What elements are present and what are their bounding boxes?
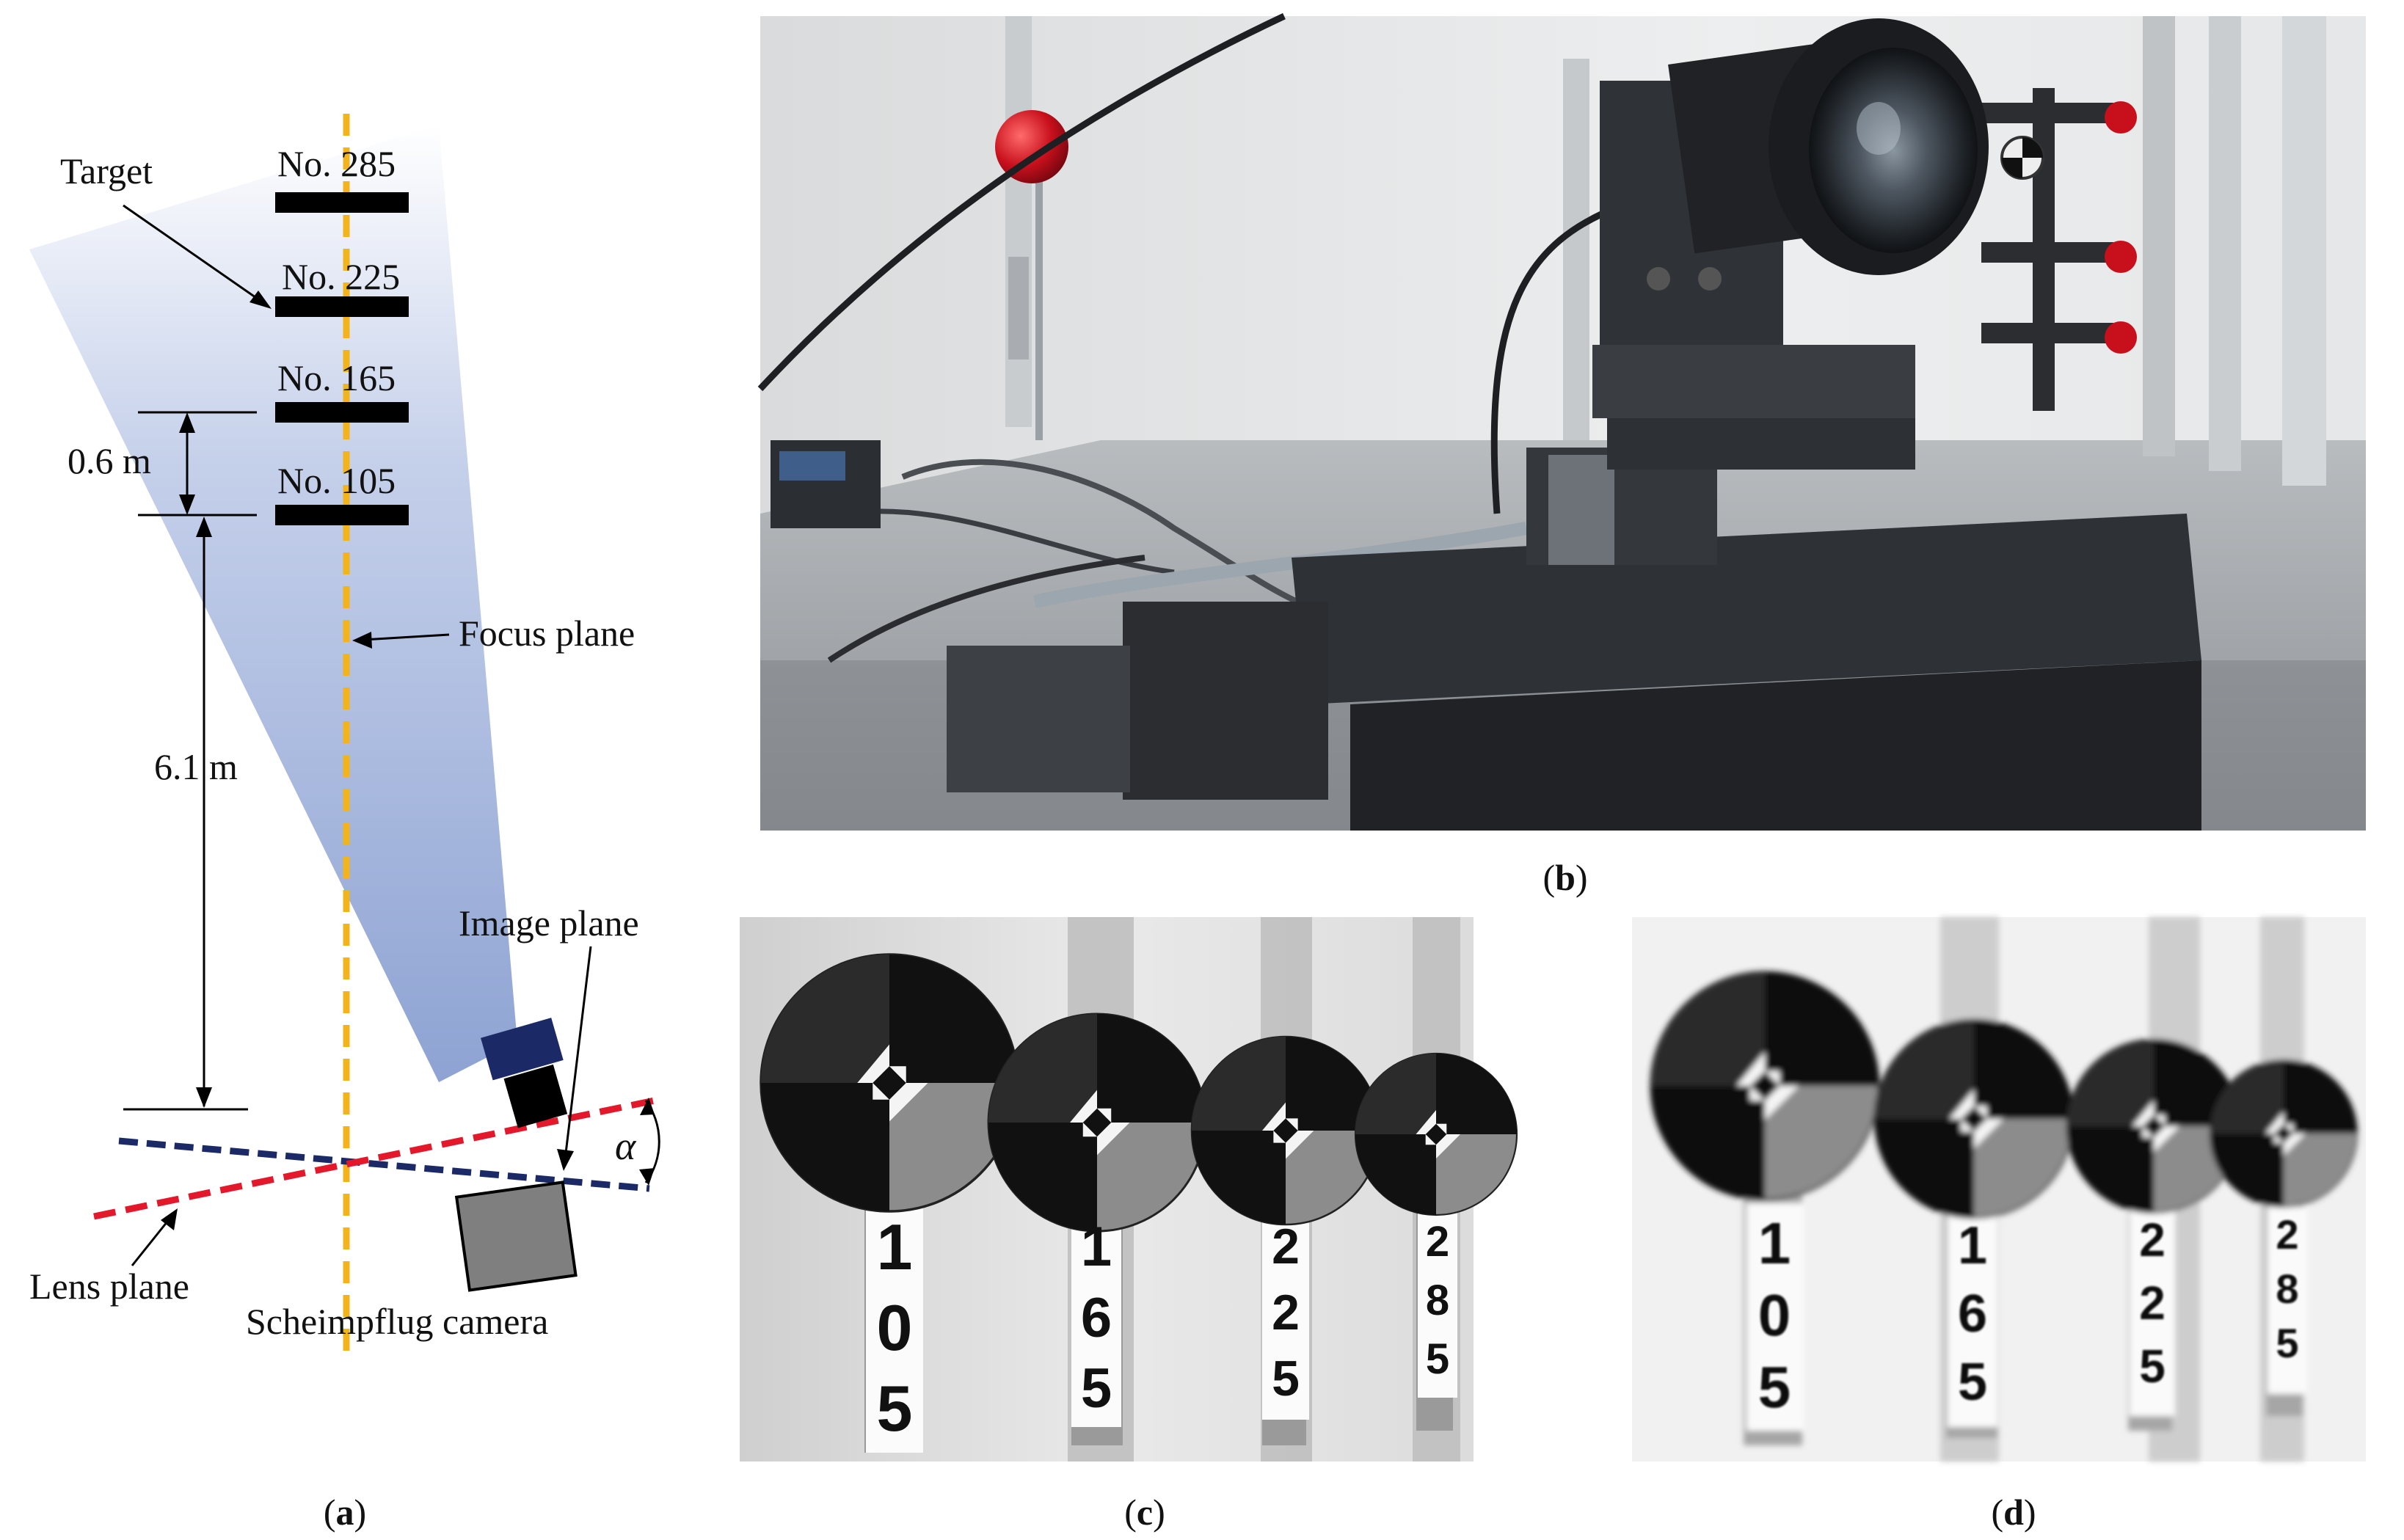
d-digit-165-1: 1 (1958, 1216, 1987, 1275)
d-digit-165-2: 6 (1958, 1285, 1987, 1343)
lens-plane-label: Lens plane (29, 1266, 189, 1307)
spacing-dimension (138, 411, 257, 517)
camera-label: Scheimpflug camera (246, 1301, 548, 1342)
c-digit-285-1: 2 (1426, 1218, 1449, 1266)
c-digit-105-3: 5 (877, 1372, 913, 1445)
panel-a-diagram: No. 285 No. 225 No. 165 No. 105 Target 0… (29, 114, 660, 1361)
panel-d-image: 1 0 5 1 6 5 2 2 5 2 8 5 (1632, 917, 2366, 1461)
distance-label: 6.1 m (154, 746, 238, 787)
image-plane-label: Image plane (459, 902, 639, 944)
lens-plane-arrow (131, 1217, 172, 1266)
panel-d-digit-labels: 1 0 5 1 6 5 2 2 5 2 8 5 (1758, 1211, 2299, 1420)
distance-dimension (123, 517, 248, 1111)
c-digit-225-3: 5 (1272, 1351, 1300, 1406)
c-digit-225-1: 2 (1272, 1219, 1300, 1274)
target-225-label: No. 225 (282, 256, 400, 297)
spacing-label: 0.6 m (68, 440, 151, 481)
red-ball-marker (995, 110, 1068, 183)
d-digit-105-1: 1 (1758, 1211, 1791, 1276)
field-of-view-cone (29, 125, 517, 1082)
caption-d: (d) (1991, 1492, 2036, 1533)
focus-plane-arrow (363, 633, 450, 641)
c-digit-165-1: 1 (1081, 1216, 1112, 1278)
image-plane-arrow (564, 946, 592, 1160)
caption-c: (c) (1124, 1492, 1165, 1533)
lens-glass (1809, 48, 1978, 253)
target-arrow-head (249, 291, 272, 309)
target-285-label: No. 285 (277, 143, 396, 184)
panel-c-number-tags (866, 1203, 1457, 1453)
d-digit-225-3: 5 (2139, 1340, 2166, 1393)
panel-c-image: 1 0 5 1 6 5 2 2 5 2 8 5 (740, 917, 1517, 1461)
c-digit-105-2: 0 (877, 1291, 913, 1364)
focus-plane-label: Focus plane (459, 613, 635, 654)
c-digit-165-2: 6 (1081, 1287, 1112, 1349)
caption-a: (a) (324, 1492, 366, 1533)
d-digit-165-3: 5 (1958, 1353, 1987, 1412)
c-digit-165-3: 5 (1081, 1357, 1112, 1420)
target-165: No. 165 (275, 357, 409, 423)
c-digit-105-1: 1 (877, 1211, 913, 1283)
d-digit-285-3: 5 (2276, 1320, 2298, 1366)
d-digit-285-2: 8 (2276, 1266, 2298, 1312)
c-digit-285-3: 5 (1426, 1335, 1449, 1383)
scheimpflug-camera (454, 1018, 578, 1292)
c-digit-225-2: 2 (1272, 1285, 1300, 1340)
d-digit-225-1: 2 (2139, 1214, 2166, 1266)
target-105: No. 105 (275, 460, 409, 525)
target-225: No. 225 (275, 256, 409, 317)
d-digit-105-3: 5 (1758, 1354, 1791, 1420)
target-165-label: No. 165 (277, 357, 396, 398)
panel-c-digit-labels: 1 0 5 1 6 5 2 2 5 2 8 5 (877, 1211, 1450, 1445)
angle-label: α (615, 1124, 637, 1168)
d-digit-285-1: 2 (2276, 1211, 2298, 1258)
d-digit-105-2: 0 (1758, 1282, 1791, 1348)
c-digit-285-2: 8 (1426, 1277, 1449, 1324)
target-arrow (123, 204, 261, 302)
d-digit-225-2: 2 (2139, 1277, 2166, 1329)
caption-b: (b) (1542, 857, 1587, 898)
target-285: No. 285 (275, 143, 409, 213)
target-105-label: No. 105 (277, 460, 396, 501)
image-plane-line (118, 1137, 650, 1192)
target-label: Target (60, 150, 153, 191)
panel-b-photo (757, 12, 2366, 831)
